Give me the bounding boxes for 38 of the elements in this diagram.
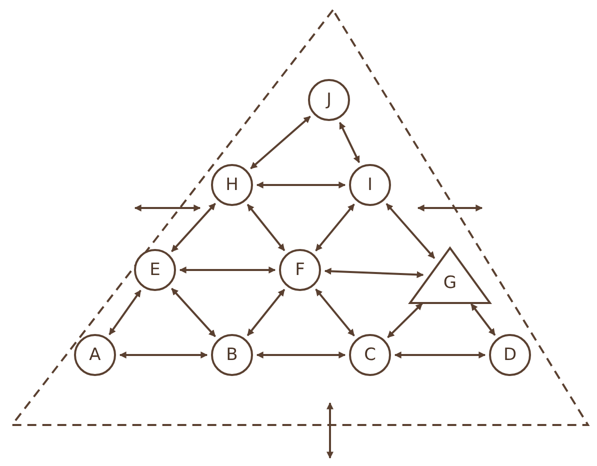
double-arrow (338, 122, 360, 164)
circle-node (307, 78, 351, 122)
double-arrow (394, 352, 486, 358)
node-letter: D (503, 345, 517, 365)
circle-node (133, 248, 177, 292)
double-arrow (108, 290, 142, 336)
node-letter: G (443, 273, 457, 293)
node-letter: B (226, 345, 238, 365)
double-arrow (246, 288, 286, 336)
node-letter: F (295, 260, 305, 280)
node-letter: A (89, 345, 101, 365)
circle-node (488, 333, 532, 377)
double-arrow (171, 202, 216, 252)
circle-node (348, 333, 392, 377)
node-letter: E (150, 260, 160, 280)
circle-node (348, 163, 392, 207)
double-arrow (386, 203, 436, 259)
double-arrow (256, 352, 346, 358)
double-arrow (250, 116, 311, 170)
circle-node (73, 333, 117, 377)
circle-node (210, 163, 254, 207)
double-arrow (315, 204, 355, 252)
node-letter: I (367, 175, 372, 195)
node-letter: H (226, 175, 238, 195)
double-arrow (387, 302, 423, 338)
circle-node (210, 333, 254, 377)
node-letter: J (326, 90, 332, 110)
double-arrow (324, 268, 424, 278)
circle-node (278, 248, 322, 292)
double-arrow (315, 288, 355, 336)
double-arrow (470, 303, 496, 336)
node-letter: C (364, 345, 376, 365)
triangle-node (408, 246, 492, 306)
double-arrow (246, 204, 286, 252)
double-arrow (256, 182, 346, 188)
double-arrow (179, 266, 276, 274)
double-arrow (171, 288, 216, 338)
double-arrow (119, 352, 208, 358)
